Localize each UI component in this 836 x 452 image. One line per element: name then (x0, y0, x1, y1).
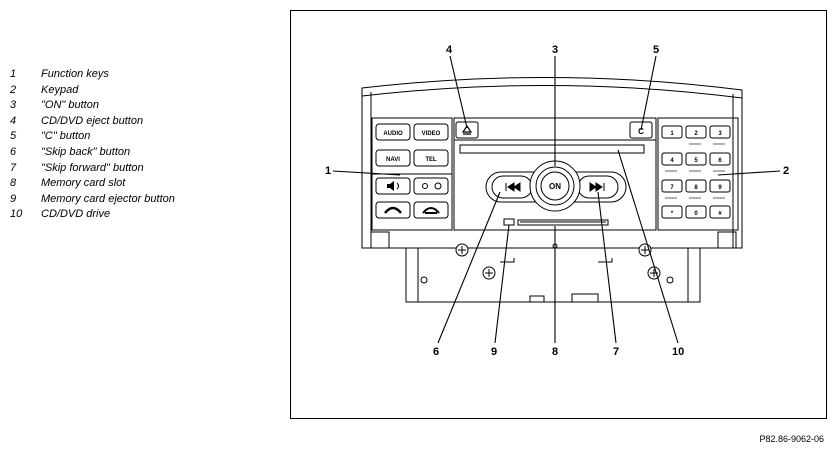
svg-text:C: C (638, 127, 644, 136)
callout-leaders (332, 55, 781, 344)
navi-button[interactable]: NAVI (375, 149, 411, 167)
speaker-icon (387, 181, 394, 191)
phone-icon (384, 206, 402, 214)
svg-text:TEL: TEL (425, 157, 437, 163)
keypad-key[interactable]: * (661, 205, 683, 219)
callout-3: 3 (552, 44, 558, 56)
svg-text:8: 8 (694, 185, 698, 191)
keypad-key[interactable]: 9 (709, 179, 731, 193)
svg-text:1: 1 (670, 131, 674, 137)
mute-button[interactable] (375, 177, 411, 195)
keypad-key[interactable]: 4 (661, 152, 683, 166)
svg-text:NAVI: NAVI (386, 157, 400, 163)
memory-card-slot[interactable] (517, 219, 609, 226)
svg-text:3: 3 (718, 131, 722, 137)
legend-item: 5"C" button (10, 130, 91, 143)
keypad-key[interactable]: 2 (685, 125, 707, 139)
video-button[interactable]: VIDEO (413, 123, 449, 141)
svg-text:7: 7 (670, 185, 674, 191)
keypad-key-lettering (665, 143, 725, 199)
audio-button[interactable]: AUDIO (375, 123, 411, 141)
skip-back-button[interactable] (491, 175, 533, 199)
callout-9: 9 (491, 346, 497, 358)
svg-text:6: 6 (718, 158, 722, 164)
on-button[interactable]: ON (529, 160, 581, 212)
callout-10: 10 (672, 346, 684, 358)
svg-text:9: 9 (718, 185, 722, 191)
keypad-key[interactable]: 3 (709, 125, 731, 139)
svg-text:*: * (671, 211, 674, 217)
legend-item: 3"ON" button (10, 99, 99, 112)
skip-back-icon (505, 182, 521, 192)
svg-text:AUDIO: AUDIO (383, 131, 403, 137)
sound-settings-button[interactable] (413, 177, 449, 195)
keypad-key[interactable]: 1 (661, 125, 683, 139)
keypad-key[interactable]: 5 (685, 152, 707, 166)
hangup-icon (422, 207, 440, 214)
legend-item: 7"Skip forward" button (10, 161, 144, 174)
callout-2: 2 (783, 165, 789, 177)
callout-7: 7 (613, 346, 619, 358)
mounting-screws (455, 243, 661, 280)
phone-button[interactable] (375, 201, 411, 219)
callout-1: 1 (325, 165, 331, 177)
figure-reference: P82.86-9062-06 (759, 434, 824, 444)
svg-text:2: 2 (694, 131, 698, 137)
svg-text:5: 5 (694, 158, 698, 164)
svg-text:ON: ON (549, 182, 561, 191)
keypad-key[interactable]: 6 (709, 152, 731, 166)
phone-hangup-button[interactable] (413, 201, 449, 219)
callout-6: 6 (433, 346, 439, 358)
diagram-frame (290, 10, 827, 419)
keypad: 1 2 3 4 5 6 7 8 9 * 0 # (661, 125, 731, 219)
keypad-key[interactable]: 8 (685, 179, 707, 193)
settings-icon (434, 182, 442, 190)
svg-text:VIDEO: VIDEO (422, 131, 441, 137)
memory-card-ejector-button[interactable] (503, 218, 515, 226)
keypad-key[interactable]: 7 (661, 179, 683, 193)
skip-forward-icon (589, 182, 605, 192)
callout-8: 8 (552, 346, 558, 358)
cd-dvd-eject-button[interactable] (455, 121, 479, 139)
legend-item: 6"Skip back" button (10, 145, 131, 158)
svg-text:0: 0 (694, 211, 698, 217)
callout-5: 5 (653, 44, 659, 56)
keypad-key[interactable]: # (709, 205, 731, 219)
svg-text:#: # (718, 211, 722, 217)
keypad-key[interactable]: 0 (685, 205, 707, 219)
tel-button[interactable]: TEL (413, 149, 449, 167)
eject-icon (461, 124, 473, 135)
callout-4: 4 (446, 44, 453, 56)
svg-text:4: 4 (670, 158, 674, 164)
